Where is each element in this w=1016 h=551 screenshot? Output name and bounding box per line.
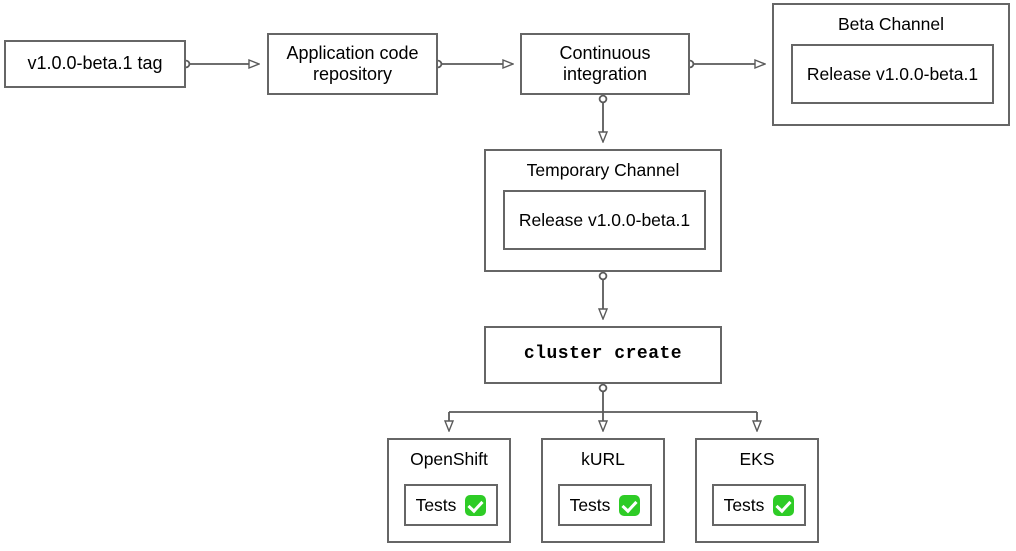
edge-source-dot — [598, 383, 608, 393]
group-eks[interactable]: EKS Tests — [695, 438, 819, 543]
kurl-tests-box[interactable]: Tests — [558, 484, 652, 526]
node-continuous-integration-label: Continuous integration — [559, 42, 651, 84]
node-application-code-repository-label: Application code repository — [286, 42, 419, 84]
group-openshift[interactable]: OpenShift Tests — [387, 438, 511, 543]
openshift-tests-row: Tests — [415, 494, 487, 516]
kurl-tests-label: Tests — [569, 494, 611, 515]
node-cluster-create-label: cluster create — [523, 344, 683, 365]
group-eks-title: EKS — [739, 449, 775, 469]
beta-channel-release-box[interactable]: Release v1.0.0-beta.1 — [791, 44, 994, 104]
temporary-channel-release-box[interactable]: Release v1.0.0-beta.1 — [503, 190, 706, 250]
temporary-channel-release-label: Release v1.0.0-beta.1 — [518, 209, 691, 230]
group-openshift-title: OpenShift — [410, 449, 488, 469]
edge-source-dot — [598, 271, 608, 281]
openshift-tests-label: Tests — [415, 494, 457, 515]
beta-channel-release-label: Release v1.0.0-beta.1 — [806, 63, 979, 84]
node-version-tag[interactable]: v1.0.0-beta.1 tag — [4, 40, 186, 88]
eks-tests-box[interactable]: Tests — [712, 484, 806, 526]
group-kurl-title: kURL — [581, 449, 625, 469]
openshift-tests-box[interactable]: Tests — [404, 484, 498, 526]
group-kurl[interactable]: kURL Tests — [541, 438, 665, 543]
check-mark-green-icon — [619, 494, 641, 516]
group-temporary-channel-title: Temporary Channel — [526, 160, 680, 180]
edge-source-dot — [598, 94, 608, 104]
node-application-code-repository[interactable]: Application code repository — [267, 33, 438, 95]
node-continuous-integration[interactable]: Continuous integration — [520, 33, 690, 95]
check-mark-green-icon — [773, 494, 795, 516]
eks-tests-label: Tests — [723, 494, 765, 515]
group-beta-channel[interactable]: Beta Channel Release v1.0.0-beta.1 — [772, 3, 1010, 126]
kurl-tests-row: Tests — [569, 494, 641, 516]
group-beta-channel-title: Beta Channel — [837, 14, 945, 34]
node-cluster-create-command[interactable]: cluster create — [484, 326, 722, 384]
check-mark-green-icon — [465, 494, 487, 516]
node-version-tag-label: v1.0.0-beta.1 tag — [27, 53, 163, 74]
eks-tests-row: Tests — [723, 494, 795, 516]
group-temporary-channel[interactable]: Temporary Channel Release v1.0.0-beta.1 — [484, 149, 722, 272]
